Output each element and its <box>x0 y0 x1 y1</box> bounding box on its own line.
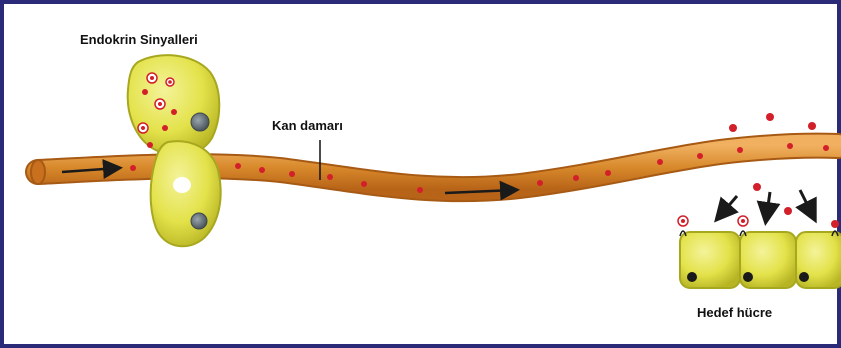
blood-vessel-label: Kan damarı <box>272 118 343 133</box>
secreting-gland-cell-icon <box>128 55 221 246</box>
target-cell-label: Hedef hücre <box>697 305 772 320</box>
target-cell-icon <box>680 232 841 288</box>
diagram-title: Endokrin Sinyalleri <box>80 32 198 47</box>
hormone-diffusion-arrows <box>718 190 814 220</box>
free-hormone-dots <box>729 113 816 215</box>
